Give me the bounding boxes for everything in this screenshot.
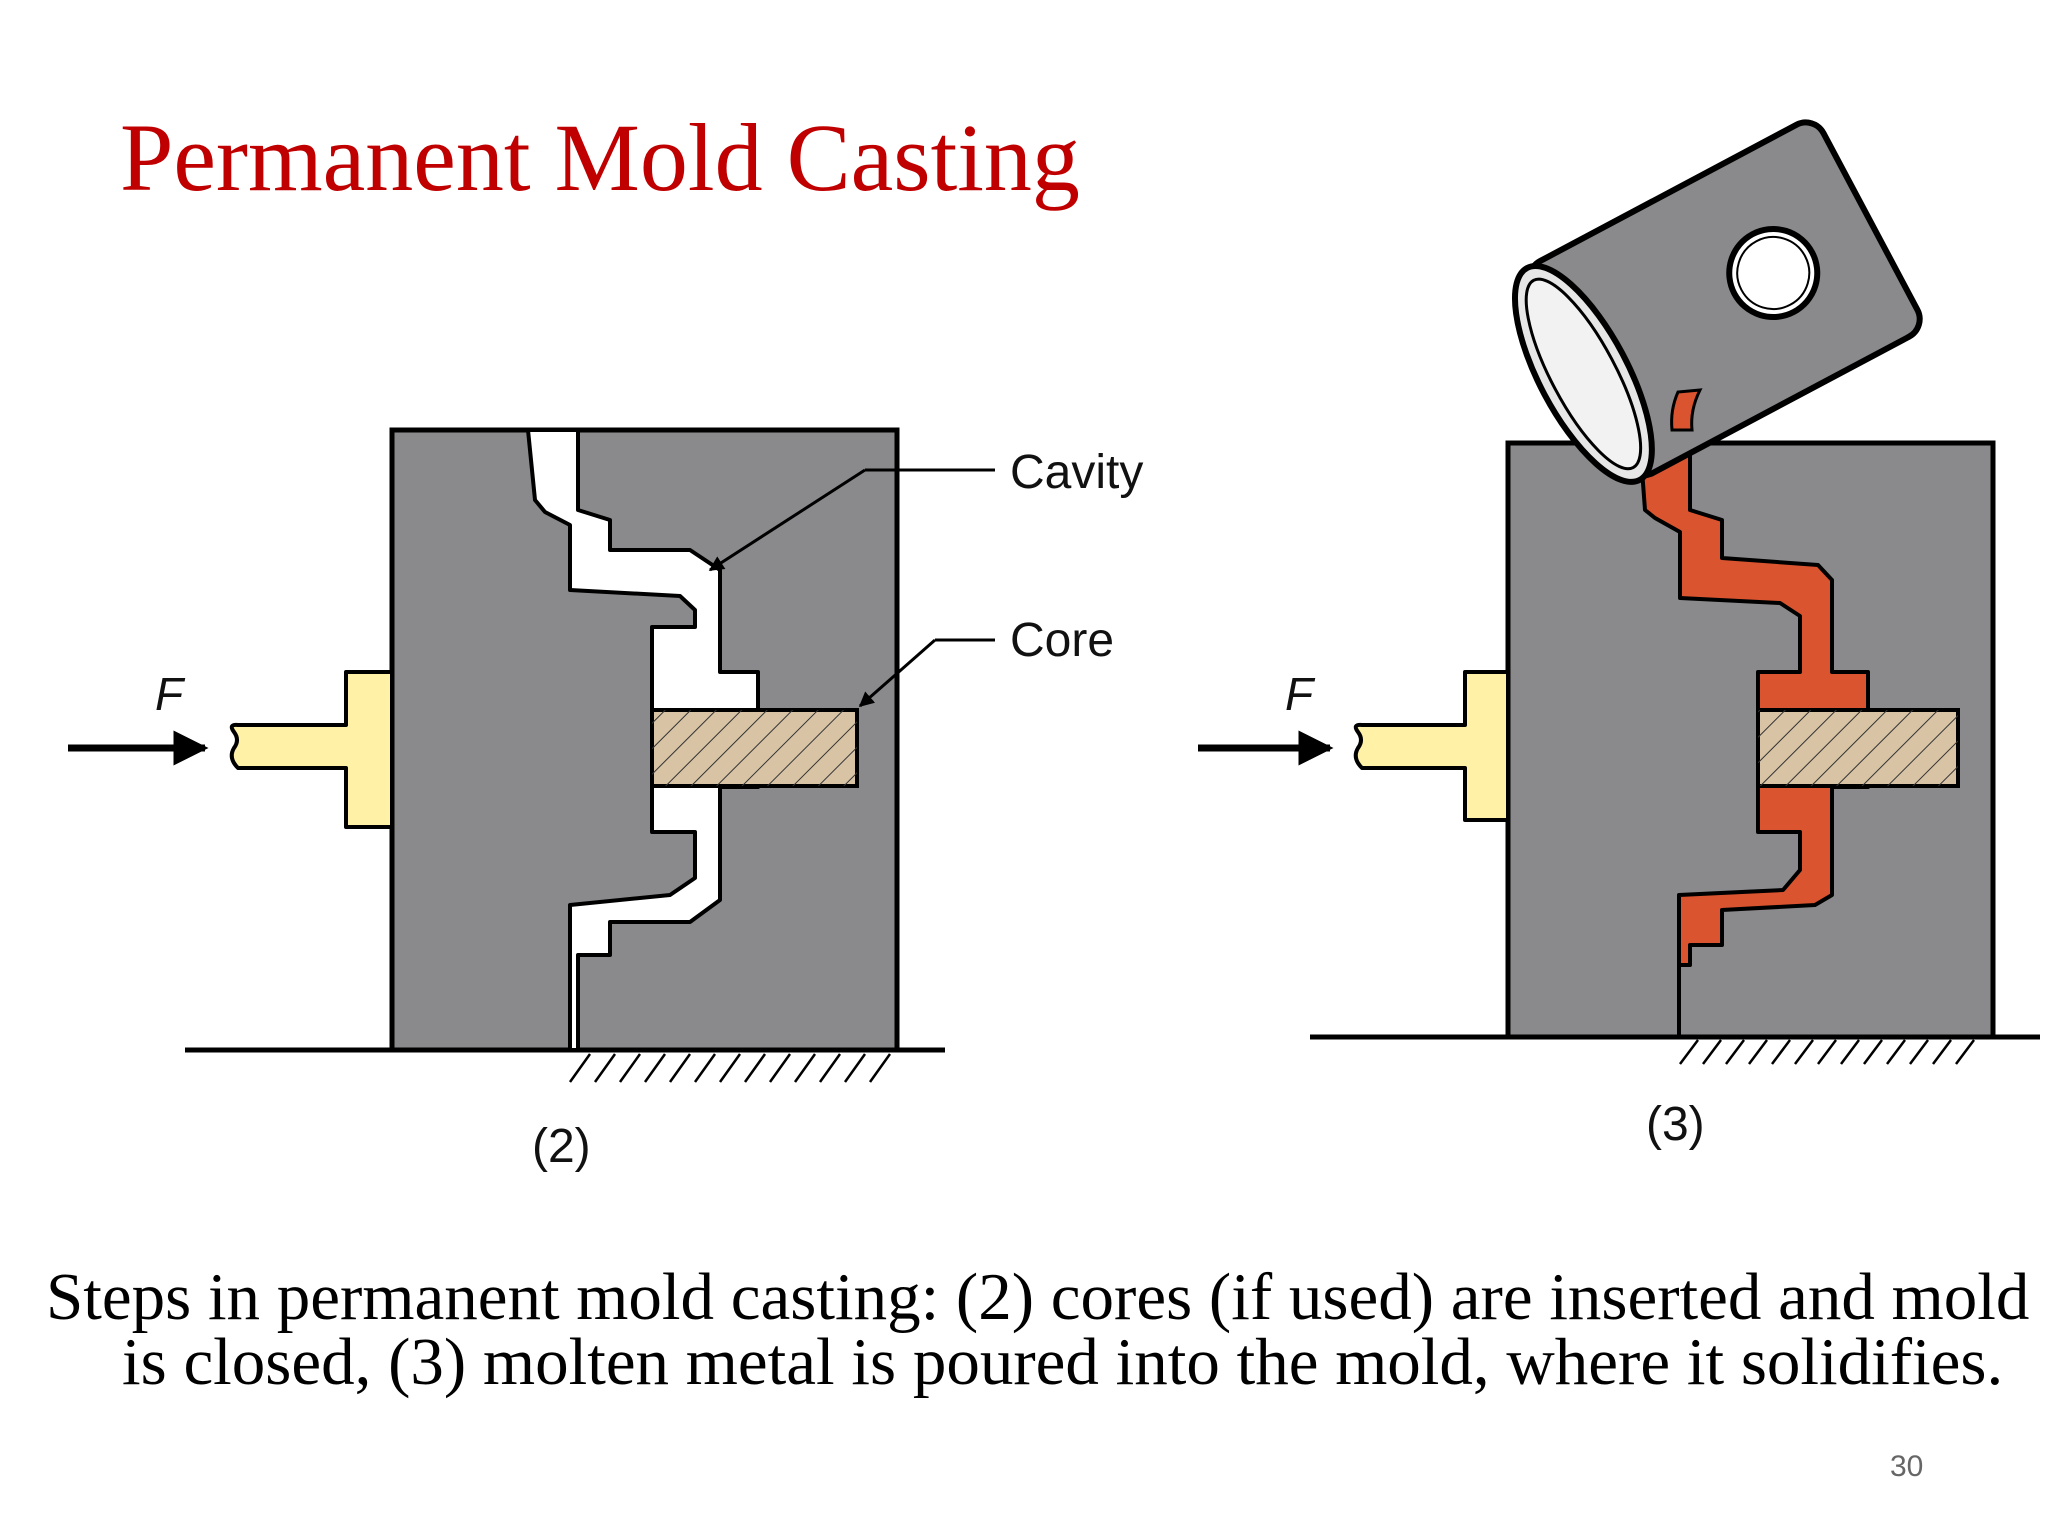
step-label-left: (2) [532, 1120, 591, 1173]
ejector-pin-left [229, 670, 394, 829]
ladle [1511, 119, 1923, 485]
ejector-pin-right [1353, 670, 1510, 822]
step-label-right: (3) [1646, 1098, 1705, 1151]
slide-caption: Steps in permanent mold casting: (2) cor… [46, 1260, 2030, 1399]
step-2-diagram: F Cavity Core (2) [68, 427, 1143, 1173]
core-label: Core [1010, 614, 1114, 667]
cavity-arrow [708, 468, 866, 572]
pour-stream [1670, 388, 1703, 432]
ground-hatching-right [1679, 1039, 1975, 1065]
step-3-diagram: F (3) [1198, 119, 2040, 1151]
force-label-left: F [155, 668, 186, 720]
core-arrow [858, 638, 936, 708]
page-number: 30 [1890, 1450, 1924, 1483]
slide-title: Permanent Mold Casting [120, 104, 1080, 211]
ground-hatching [568, 1053, 892, 1083]
cavity-label: Cavity [1010, 446, 1143, 499]
force-label-right: F [1285, 668, 1316, 720]
